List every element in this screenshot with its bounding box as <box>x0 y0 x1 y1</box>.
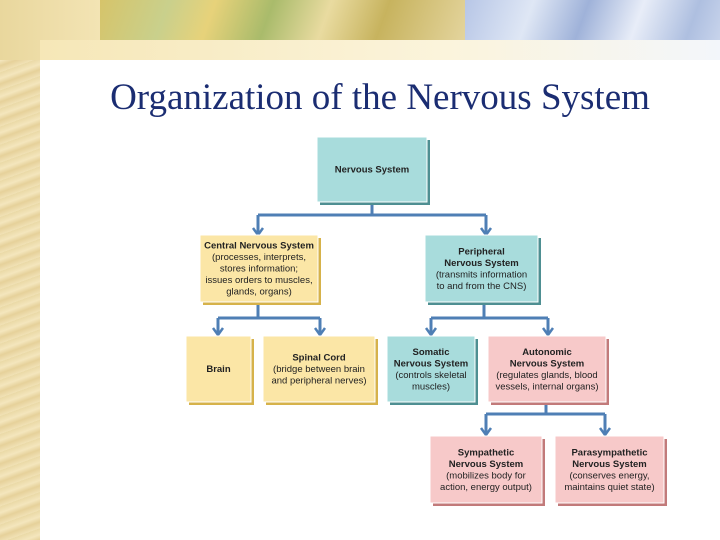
node-description: issues orders to muscles, <box>205 275 312 286</box>
connectors <box>211 202 612 438</box>
node-title: Autonomic <box>522 347 572 358</box>
node-box <box>386 335 476 403</box>
node-title: Parasympathetic <box>571 447 647 458</box>
node-description: (controls skeletal <box>395 370 466 381</box>
connector-autonomic <box>484 402 607 433</box>
node-title: Nervous System <box>510 358 584 369</box>
node-description: (mobilizes body for <box>446 470 526 481</box>
node-title: Somatic <box>413 347 450 358</box>
node-description: (processes, interprets, <box>212 252 306 263</box>
node-title: Nervous System <box>394 358 468 369</box>
node-nervous-system: Nervous System <box>316 136 430 205</box>
node-description: muscles) <box>412 381 450 392</box>
node-description: (bridge between brain <box>273 364 365 375</box>
node-description: (conserves energy, <box>569 470 649 481</box>
slide-title: Organization of the Nervous System <box>110 77 650 118</box>
node-description: vessels, internal organs) <box>496 381 599 392</box>
node-description: glands, organs) <box>226 287 291 298</box>
connector-pns <box>429 302 550 333</box>
node-box <box>487 335 607 403</box>
node-title: Nervous System <box>335 165 409 176</box>
node-title: Spinal Cord <box>292 353 346 364</box>
node-description: and peripheral nerves) <box>271 376 366 387</box>
node-title: Nervous System <box>449 459 523 470</box>
node-description: action, energy output) <box>440 482 532 493</box>
node-box <box>262 335 376 403</box>
node-title: Central Nervous System <box>204 241 314 252</box>
connector-cns <box>216 302 322 333</box>
connector-nervous-system <box>256 202 488 233</box>
node-box <box>316 136 428 203</box>
parchment-texture <box>0 0 40 540</box>
node-box <box>199 234 319 303</box>
node-title: Brain <box>206 364 230 375</box>
node-box <box>424 234 539 303</box>
node-brain: Brain <box>185 335 254 405</box>
node-box <box>185 335 252 403</box>
node-description: (regulates glands, blood <box>496 370 597 381</box>
node-description: to and from the CNS) <box>437 281 527 292</box>
node-description: stores information; <box>220 264 298 275</box>
header-fade-strip <box>40 40 720 60</box>
node-description: maintains quiet state) <box>564 482 654 493</box>
node-box <box>554 435 665 504</box>
node-box <box>429 435 543 504</box>
node-description: (transmits information <box>436 269 527 280</box>
node-title: Peripheral <box>458 246 504 257</box>
node-title: Nervous System <box>444 258 518 269</box>
node-cns: Central Nervous System(processes, interp… <box>199 234 321 305</box>
node-title: Nervous System <box>572 459 646 470</box>
node-title: Sympathetic <box>458 447 515 458</box>
